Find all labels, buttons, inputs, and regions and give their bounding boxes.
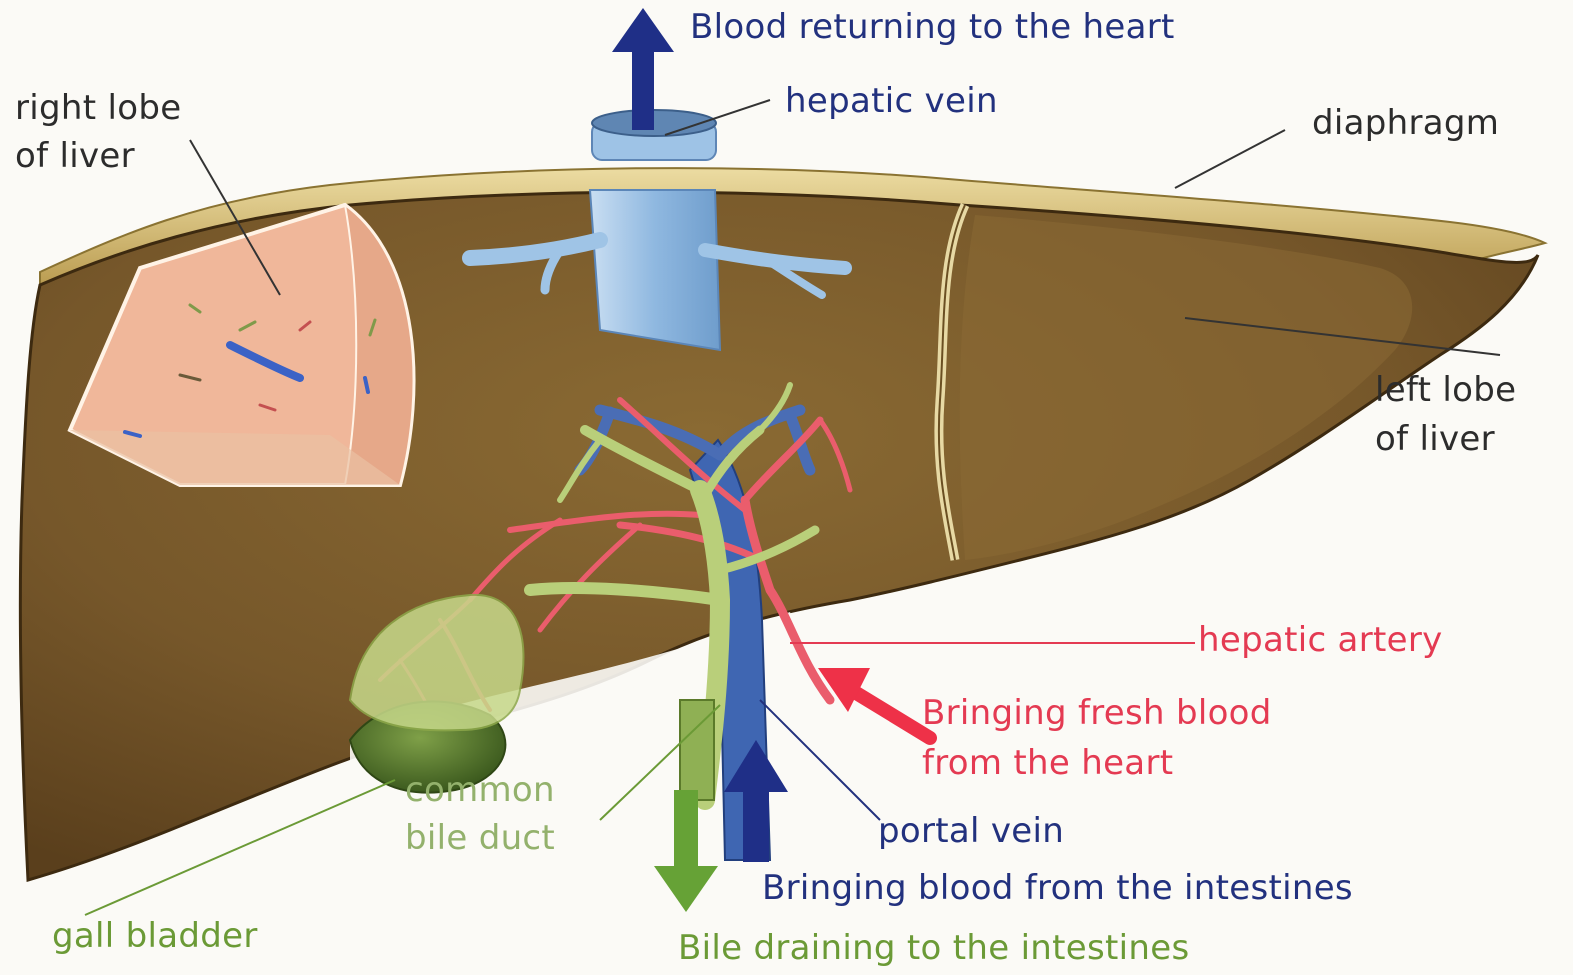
label-fresh-blood-line1: Bringing fresh blood: [922, 690, 1272, 738]
label-blood-returning: Blood returning to the heart: [690, 4, 1175, 52]
label-right-lobe-line2: of liver: [15, 133, 135, 181]
inferior-vena-cava: [590, 190, 720, 350]
label-left-lobe-line1: left lobe: [1375, 367, 1516, 415]
arrow-fresh-blood: [818, 668, 930, 738]
label-hepatic-artery: hepatic artery: [1198, 617, 1443, 665]
label-diaphragm: diaphragm: [1312, 100, 1499, 148]
label-common-bile-line2: bile duct: [405, 815, 555, 863]
label-blood-from-intestines: Bringing blood from the intestines: [762, 865, 1353, 913]
label-left-lobe-line2: of liver: [1375, 416, 1495, 464]
label-common-bile-line1: common: [405, 767, 555, 815]
label-right-lobe-line1: right lobe: [15, 85, 181, 133]
label-bile-draining: Bile draining to the intestines: [678, 925, 1189, 973]
label-hepatic-vein: hepatic vein: [785, 78, 998, 126]
label-portal-vein: portal vein: [878, 808, 1064, 856]
label-fresh-blood-line2: from the heart: [922, 740, 1173, 788]
label-gall-bladder: gall bladder: [52, 913, 258, 961]
